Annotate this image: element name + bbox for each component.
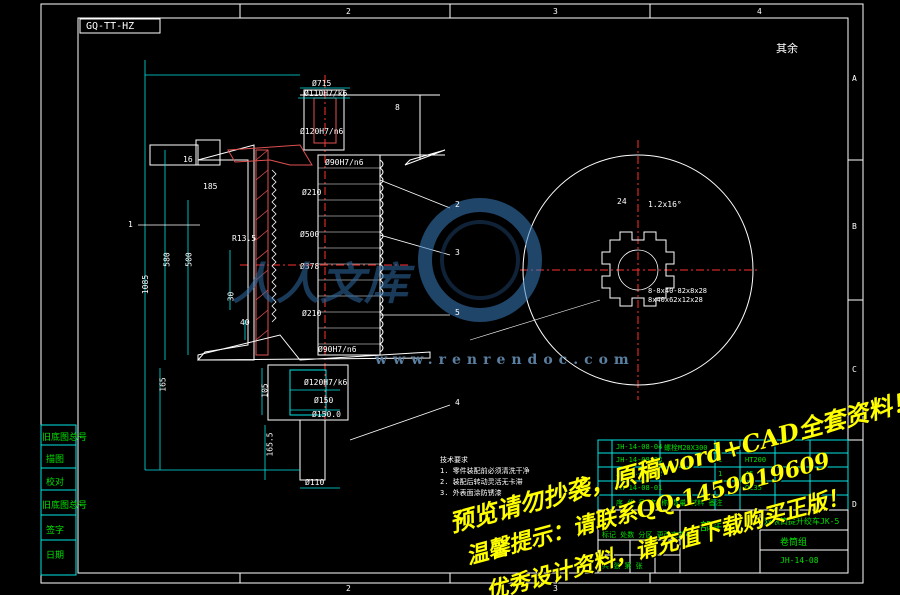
dim-phi500: Ø500 xyxy=(300,230,320,239)
bom-row-3-code: JH-14-08-02 xyxy=(616,470,663,478)
tech-note-1: 1. 零件装配前必须清洗干净 xyxy=(440,467,530,475)
title-scale-row: 标记 处数 分区 更改文件号 xyxy=(602,531,692,539)
bom-row-2-material: HT200 xyxy=(745,456,767,464)
title-block xyxy=(597,509,849,574)
dim-185: 185 xyxy=(203,182,218,191)
dim-phi210-bottom: Ø210 xyxy=(302,309,322,318)
tech-notes-title: 技术要求 xyxy=(440,456,468,464)
dim-phi150: Ø150 xyxy=(314,396,334,405)
bom-row-1-name: 螺栓M20X300 xyxy=(664,444,708,452)
title-part-name: 双滚筒提升绞车JK-5 xyxy=(764,517,840,526)
spline-hub xyxy=(601,231,675,307)
title-sheet-row: 共 张 第 张 xyxy=(602,562,643,570)
dim-phi120h7: Ø120H7/n6 xyxy=(300,127,344,136)
dimension-lines xyxy=(144,60,350,489)
zone-label-2-bottom: 2 xyxy=(346,584,351,593)
bom-row-4-qty: 1 xyxy=(718,484,723,492)
bom-table xyxy=(597,439,849,511)
dim-phi110h7: Ø110H7/k6 xyxy=(304,89,348,98)
watermark-url: www.renrendoc.com xyxy=(375,352,635,368)
bom-header: 序 代 号 名 称 数量 材料 备注 xyxy=(616,499,723,507)
watermark-brand: 人人文库 xyxy=(232,259,408,310)
watermark-logo xyxy=(418,198,542,322)
dim-r10: R13.5 xyxy=(232,234,257,243)
dim-phi90h7: Ø90H7/n6 xyxy=(325,158,364,167)
dim-24: 24 xyxy=(617,197,627,206)
dim-phi110-bottom: Ø110 xyxy=(305,478,325,487)
stamp-label-4: 旧底图总号 xyxy=(42,501,88,511)
dim-500: 500 xyxy=(184,252,194,267)
zone-label-3: 3 xyxy=(553,7,558,16)
stamp-label-6: 日期 xyxy=(46,551,65,561)
dim-580: 580 xyxy=(162,252,172,267)
left-stamp-table xyxy=(40,424,77,576)
dim-phi378: Ø378 xyxy=(300,262,320,271)
bom-row-1-code: JH-14-08-04 xyxy=(616,443,663,451)
dim-40: 40 xyxy=(240,318,250,327)
zone-ticks xyxy=(239,4,863,583)
dim-phi1500: Ø150.0 xyxy=(312,410,341,419)
drum-grooves xyxy=(379,159,384,353)
zone-label-B: B xyxy=(852,222,857,231)
stamp-label-3: 校对 xyxy=(46,478,65,488)
zone-label-2: 2 xyxy=(346,7,351,16)
stamp-label-2: 描图 xyxy=(46,455,65,465)
leader-lines xyxy=(138,179,451,441)
balloon-5: 5 xyxy=(455,308,460,317)
dim-8: 8 xyxy=(395,103,400,112)
dim-1085: 1085 xyxy=(141,274,151,295)
bom-row-2-qty: 1 xyxy=(718,456,723,464)
dim-105: 105 xyxy=(260,383,270,398)
bom-row-2-code: JH-14-08-03 xyxy=(616,456,663,464)
title-assembly: 卷筒组 xyxy=(780,538,808,548)
bom-row-3-qty: 1 xyxy=(718,470,723,478)
dim-16: 16 xyxy=(183,155,193,164)
title-part-label: 部件 xyxy=(700,520,722,533)
zone-label-A: A xyxy=(852,74,857,83)
dim-165: 165 xyxy=(158,377,168,392)
balloon-4: 4 xyxy=(455,398,460,407)
dim-phi210-top: Ø210 xyxy=(302,188,322,197)
balloon-2: 2 xyxy=(455,200,460,209)
title-drawing-no: JH-14-08 xyxy=(780,556,819,565)
dim-phi715: Ø715 xyxy=(312,79,332,88)
dim-165-5: 165.5 xyxy=(265,432,275,457)
tech-note-3: 3. 外表面涂防锈漆 xyxy=(440,489,502,497)
dim-phi90h7-bottom: Ø90H7/n6 xyxy=(318,345,357,354)
drawing-no-box xyxy=(79,18,161,34)
bom-row-4-code: JH-14-08-01 xyxy=(616,484,663,492)
bom-row-3-material: 45 xyxy=(745,470,754,478)
tech-note-2: 2. 装配后转动灵活无卡滞 xyxy=(440,478,523,486)
stamp-label-1: 旧底图总号 xyxy=(42,433,88,443)
balloon-1: 1 xyxy=(128,220,133,229)
balloon-3: 3 xyxy=(455,248,460,257)
spline-note-1: 8-8x40-82x8x28 xyxy=(648,287,708,295)
bom-row-4-material: Q235 xyxy=(745,484,762,492)
inner-frame xyxy=(77,17,849,574)
spline-note-2: 8x40x62x12x28 xyxy=(648,296,703,304)
outer-frame xyxy=(40,3,864,584)
drawing-number: GQ-TT-HZ xyxy=(86,21,135,32)
zone-label-3-bottom: 3 xyxy=(553,584,558,593)
dim-chamfer: 1.2x16° xyxy=(648,200,682,209)
flange-end-view xyxy=(469,154,754,386)
surface-finish-note: 其余 xyxy=(776,42,798,55)
dim-phi120h7-bottom: Ø120H7/k6 xyxy=(304,378,348,387)
winch-drum-section xyxy=(149,89,446,481)
stamp-label-5: 签字 xyxy=(46,526,65,536)
zone-label-4: 4 xyxy=(757,7,762,16)
zone-label-C: C xyxy=(852,365,857,374)
zone-label-D: D xyxy=(852,500,857,509)
